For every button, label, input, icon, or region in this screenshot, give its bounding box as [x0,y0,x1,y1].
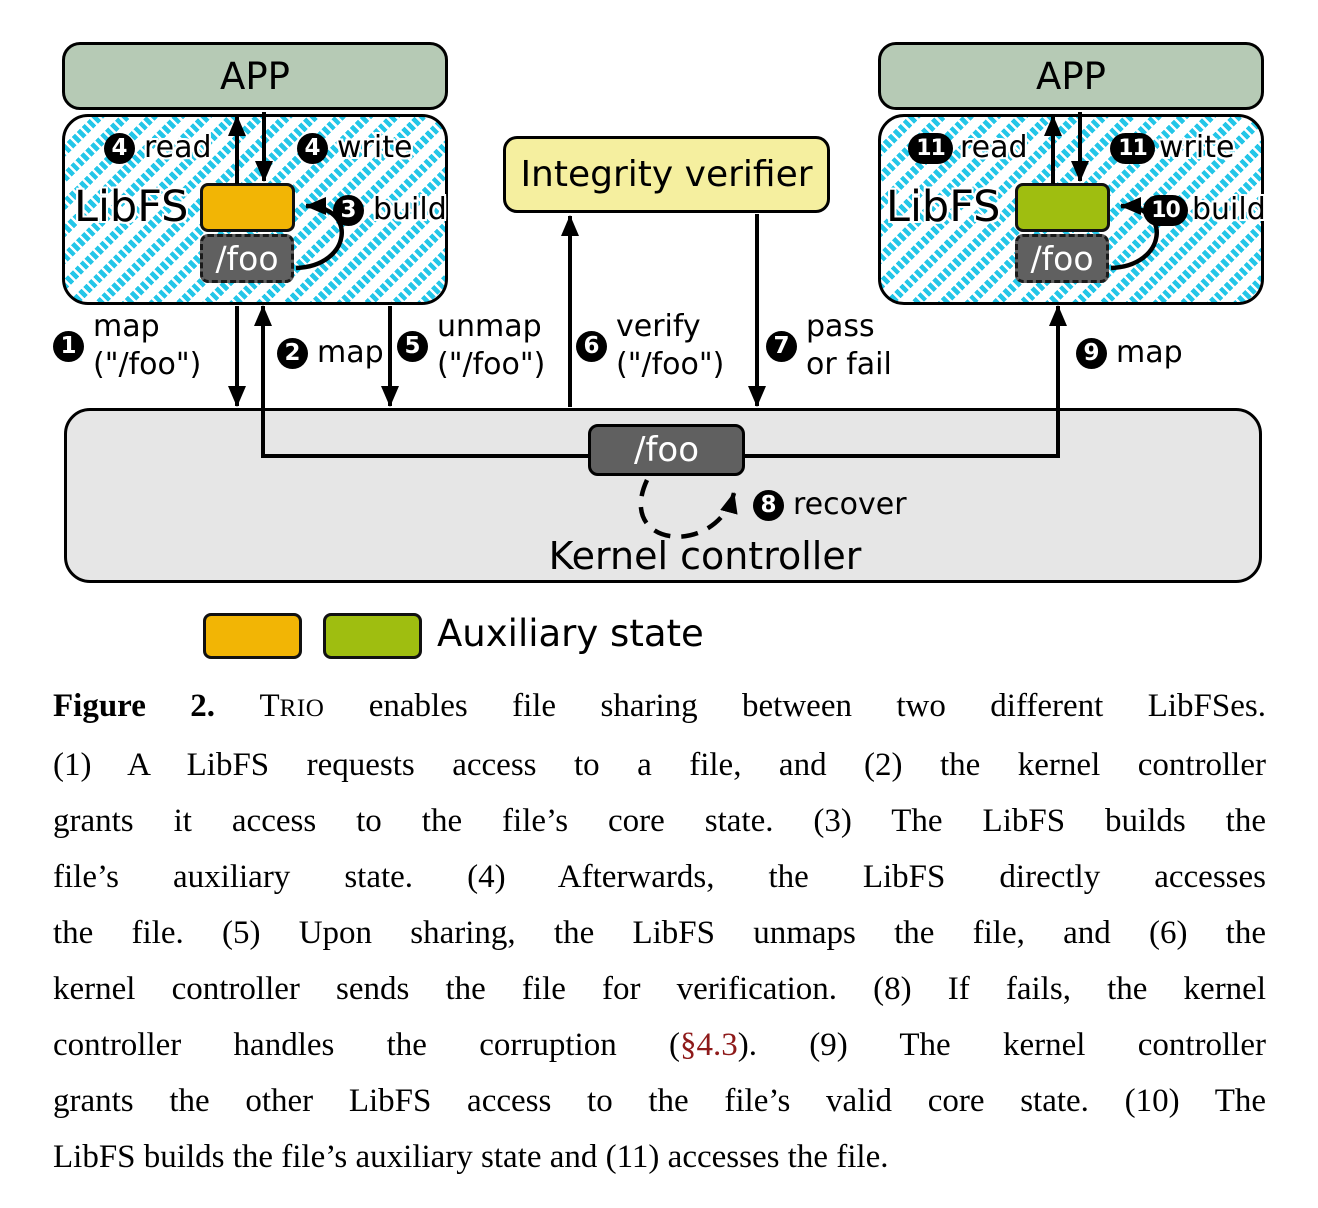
foo-left-label: /foo [215,239,279,278]
app-left-label: APP [220,54,290,98]
integrity-verifier-box: Integrity verifier [503,136,830,213]
figure-diagram: APP APP Integrity verifier /foo /foo /fo… [53,42,1266,659]
label-write-right: 11 write [1110,129,1234,167]
libfs-right-box [878,114,1264,305]
caption-line: LibFS builds the file’s auxiliary state … [53,1139,889,1175]
label-read-left: 4 read [104,129,212,167]
kernel-controller-label: Kernel controller [548,534,862,578]
label-map9: 9 map [1076,334,1183,372]
aux-state-right-box [1015,183,1110,232]
step-badge-11: 11 [1110,132,1155,164]
step-badge-7: 7 [766,330,797,362]
figure-number: Figure 2. [53,688,260,724]
label-build-right: 10 build [1143,191,1266,229]
foo-kernel-box: /foo [588,424,745,476]
step-badge-4: 4 [297,132,328,164]
step-badge-9: 9 [1076,337,1107,369]
label-build-left: 3 build [333,191,447,229]
app-right-label: APP [1036,54,1106,98]
step-badge-4: 4 [104,132,135,164]
foo-kernel-label: /foo [633,430,700,470]
step-badge-11: 11 [908,132,953,164]
app-right-box: APP [878,42,1264,110]
legend-label: Auxiliary state [437,612,704,655]
label-recover: 8 recover [753,486,907,524]
label-read-right: 11 read [908,129,1028,167]
step-badge-8: 8 [753,489,784,521]
label-verify: 6 verify ("/foo") [576,308,724,384]
label-passfail: 7 pass or fail [766,308,892,384]
label-map2: 2 map [277,334,384,372]
section-ref-link[interactable]: §4.3 [679,1027,738,1063]
trio-smallcaps: TRIO [259,688,325,724]
label-unmap: 5 unmap ("/foo") [397,308,545,384]
legend-green-swatch [323,613,422,659]
foo-left-box: /foo [200,234,294,283]
foo-right-box: /foo [1015,234,1109,283]
libfs-left-label: LibFS [74,182,189,232]
integrity-verifier-label: Integrity verifier [520,154,813,195]
figure-caption: Figure 2. TRIO enables file sharing betw… [53,678,1266,1185]
step-badge-5: 5 [397,330,428,362]
caption-line: the file. (5) Upon sharing, the LibFS un… [53,915,1266,951]
foo-right-label: /foo [1030,239,1094,278]
caption-line: grants the other LibFS access to the fil… [53,1083,1266,1119]
step-badge-3: 3 [333,194,364,226]
step-badge-2: 2 [277,337,308,369]
step-badge-10: 10 [1143,194,1188,226]
step-badge-1: 1 [53,330,84,362]
caption-line: (1) A LibFS requests access to a file, a… [53,747,1266,783]
caption-line: controller handles the corruption (§4.3)… [53,1027,1266,1063]
step-badge-6: 6 [576,330,607,362]
caption-line: file’s auxiliary state. (4) Afterwards, … [53,859,1266,895]
legend-orange-swatch [203,613,302,659]
libfs-right-label: LibFS [886,182,1001,232]
caption-line: Figure 2. TRIO enables file sharing betw… [53,688,1266,724]
aux-state-left-box [200,183,295,232]
label-map1: 1 map ("/foo") [53,308,201,384]
app-left-box: APP [62,42,448,110]
label-write-left: 4 write [297,129,412,167]
caption-line: grants it access to the file’s core stat… [53,803,1266,839]
caption-line: kernel controller sends the file for ver… [53,971,1266,1007]
